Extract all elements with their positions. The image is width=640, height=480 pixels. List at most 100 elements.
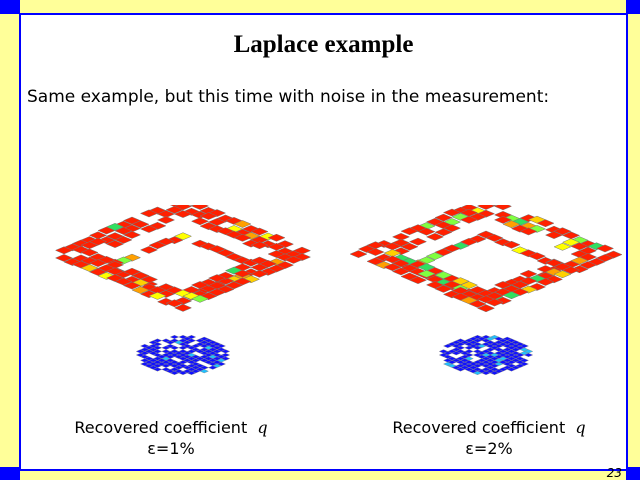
surface-cell [173,232,193,241]
surface-cell [216,248,235,257]
surface-cell [561,266,581,275]
surface-cell [131,220,150,229]
surface-cell [417,227,436,236]
corner-tl [0,0,20,14]
surface-cell [97,226,116,235]
corner-bl [0,467,20,480]
intro-text: Same example, but this time with noise i… [27,87,550,107]
surface-cell [156,216,176,224]
surface-cell [169,370,180,376]
surface-cell [481,370,491,376]
surface-cell [250,256,269,265]
surface-cell [476,205,496,210]
surface-cell [114,227,133,235]
surface-cell [357,245,377,253]
surface-cell [451,351,462,356]
surface-cell [207,365,218,370]
surface-cell [442,224,462,233]
surface-cell [199,212,218,220]
caption-symbol: q [575,418,586,437]
surface-cell [519,249,538,258]
surface-cell [224,281,244,290]
surface-cell [544,231,564,239]
surface-cell [493,288,513,296]
surface-cell [190,217,210,226]
surface-cell [250,269,269,278]
surface-cell [97,255,116,264]
surface-cell [485,298,504,307]
corner-tr [626,0,640,14]
surface-cell [468,300,487,308]
surface-cell [459,215,479,224]
surface-cell [224,230,244,239]
surface-cell [417,269,436,278]
figure-eps-2 [349,205,623,376]
surface-cell [233,269,252,278]
page-number: 23 [606,466,622,480]
surface-cell [553,242,572,251]
surface-cell [199,369,210,374]
surface-cell [459,281,479,289]
caption-text: Recovered coefficient [74,418,248,437]
surface-cell [114,236,133,244]
surface-cell [216,271,235,280]
surface-cell [292,253,312,261]
surface-cell [485,234,504,242]
surface-cell [472,370,483,376]
surface-cell [408,276,428,285]
surface-cell [54,246,74,255]
noise-level: ε=2% [465,439,513,458]
surface-cell [502,291,521,300]
surface-cell [434,248,453,257]
caption-symbol: q [257,418,268,437]
surface-cell [425,233,445,241]
surface-cell [105,240,125,248]
surface-cell [148,241,167,250]
caption-text: Recovered coefficient [392,418,566,437]
surface-cell [152,367,163,372]
surface-cell [442,280,462,289]
surface-cell [400,242,419,251]
surface-cell [139,246,159,254]
surface-cell [366,248,385,256]
surface-cell [169,334,180,340]
surface-cell [544,258,564,267]
surface-cell [267,233,286,242]
noise-level: ε=1% [147,439,195,458]
surface-cell [80,248,99,257]
surface-cell [88,259,108,268]
surface-cell [190,239,210,248]
slide-title: Laplace example [233,31,414,58]
surface-cell [233,220,252,228]
surface-cell [434,228,453,237]
surface-cell [425,281,445,289]
surface-cell [442,208,462,217]
surface-cell [148,292,167,300]
surface-cell [139,225,159,233]
surface-cell [190,281,210,289]
surface-cell [233,233,252,242]
surface-cell [527,252,547,261]
surface-cell [63,243,82,252]
surface-cell [224,217,244,225]
surface-cell [250,241,269,250]
surface-cell [199,242,218,251]
surface-cell [383,263,402,272]
surface-cell [80,264,99,272]
surface-cell [506,367,517,372]
surface-cell [425,252,445,260]
surface-cell [258,259,278,268]
surface-cell [544,275,564,284]
caption-2: Recovered coefficient q ε=2% [359,417,619,459]
surface-cell [241,239,261,248]
surface-cell [523,352,534,358]
surface-cell [250,227,269,236]
surface-cell [391,267,411,276]
surface-cell [54,254,74,262]
surface-cell [284,256,303,264]
surface-cell [459,237,479,246]
surface-cell [595,254,615,262]
surface-cell [190,205,210,210]
surface-cell [476,304,496,313]
surface-cell [519,227,538,236]
